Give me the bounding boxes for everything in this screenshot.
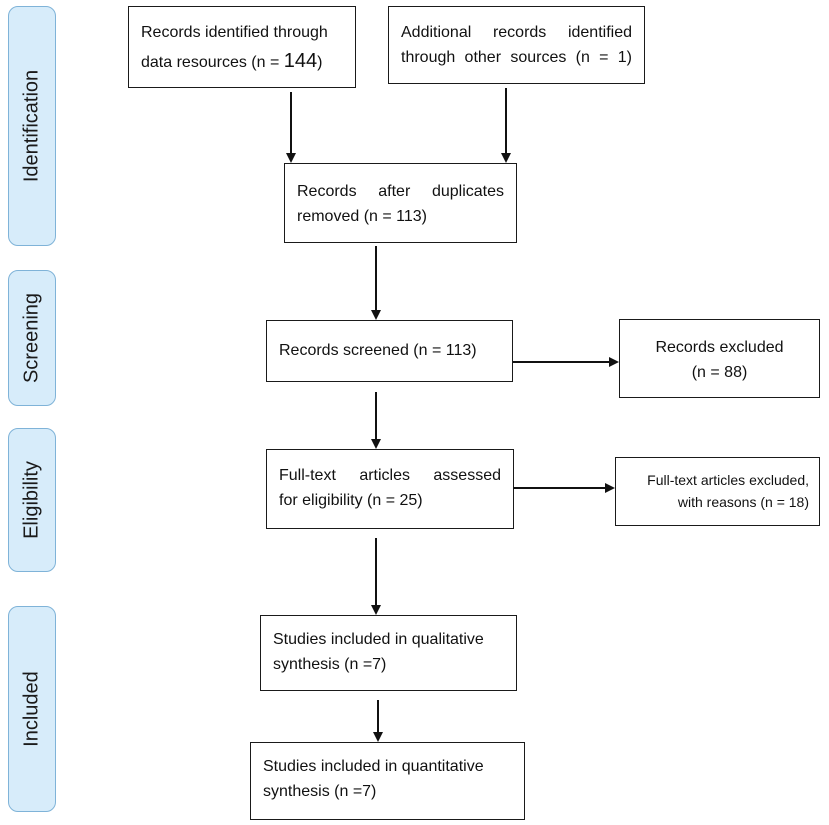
box-records-excluded: Records excluded (n = 88)	[619, 319, 820, 398]
box-after-duplicates-line2: removed (n = 113)	[297, 207, 427, 225]
box-records-identified-suffix: )	[317, 53, 323, 71]
box-qualitative-synthesis-line1: Studies included in qualitative	[273, 631, 484, 648]
box-qualitative-synthesis-line2: synthesis (n =7)	[273, 655, 387, 673]
box-additional-records: Additional records identified through ot…	[388, 6, 645, 84]
box-full-text-assessed-line2: for eligibility (n = 25)	[279, 491, 423, 509]
phase-included: Included	[8, 606, 56, 812]
box-records-excluded-line2: (n = 88)	[691, 363, 748, 381]
box-additional-records-line2: through other sources (n = 1)	[401, 48, 632, 66]
box-records-identified-line2: data resources (n = 144)	[141, 46, 343, 77]
box-records-identified-line1: Records identified through	[141, 24, 328, 41]
box-full-text-excluded-line2: with reasons (n = 18)	[677, 493, 809, 510]
box-records-identified-prefix: data resources (n =	[141, 53, 284, 71]
box-full-text-assessed: Full-text articles assessed for eligibil…	[266, 449, 514, 529]
box-after-duplicates: Records after duplicates removed (n = 11…	[284, 163, 517, 243]
box-quantitative-synthesis-line2: synthesis (n =7)	[263, 782, 377, 800]
box-additional-records-line1: Additional records identified	[401, 24, 632, 41]
box-full-text-excluded: Full-text articles excluded, with reason…	[615, 457, 820, 526]
box-records-identified-count: 144	[283, 49, 318, 72]
box-records-screened: Records screened (n = 113)	[266, 320, 513, 382]
box-records-excluded-line1: Records excluded	[655, 339, 784, 356]
phase-screening: Screening	[8, 270, 56, 406]
box-full-text-assessed-line1: Full-text articles assessed	[279, 467, 501, 484]
phase-eligibility: Eligibility	[8, 428, 56, 572]
box-after-duplicates-line1: Records after duplicates	[297, 183, 504, 200]
box-quantitative-synthesis: Studies included in quantitative synthes…	[250, 742, 525, 820]
box-quantitative-synthesis-line1: Studies included in quantitative	[263, 758, 484, 775]
box-full-text-excluded-line1: Full-text articles excluded,	[647, 472, 809, 488]
phase-identification: Identification	[8, 6, 56, 246]
box-qualitative-synthesis: Studies included in qualitative synthesi…	[260, 615, 517, 691]
box-records-screened-line1: Records screened (n = 113)	[279, 342, 477, 359]
box-records-identified: Records identified through data resource…	[128, 6, 356, 88]
